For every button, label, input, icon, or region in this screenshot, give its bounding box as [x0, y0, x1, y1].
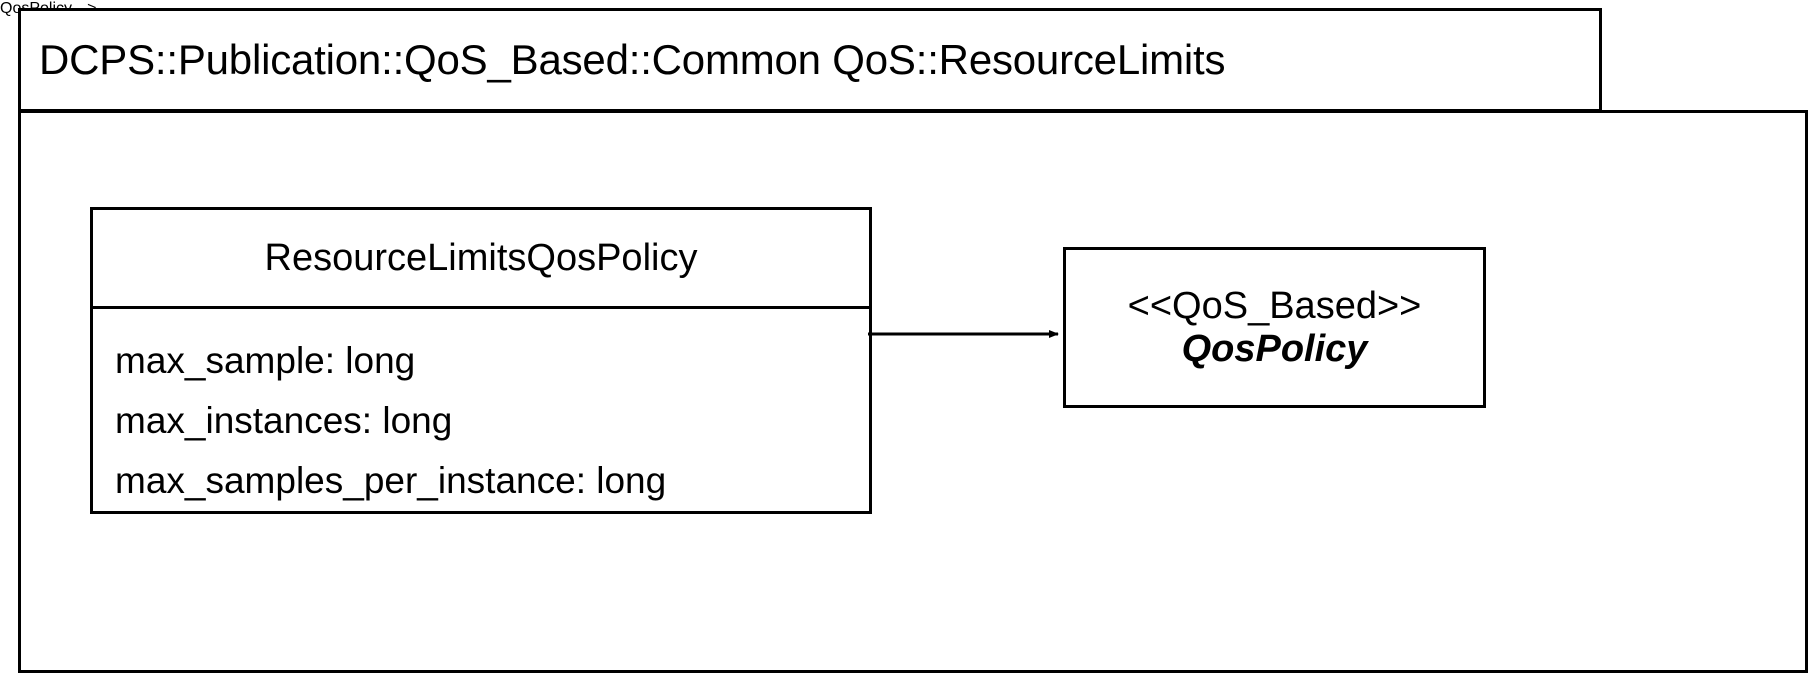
- class-attribute-row: max_samples_per_instance: long: [115, 460, 667, 502]
- class-box-qos-policy[interactable]: <<QoS_Based>> QosPolicy: [1063, 247, 1486, 408]
- class-attributes-compartment: max_sample: long max_instances: long max…: [93, 309, 869, 511]
- package-tab: DCPS::Publication::QoS_Based::Common QoS…: [18, 8, 1602, 112]
- class-name-label: QosPolicy: [1181, 327, 1368, 370]
- class-box-resource-limits-qos-policy[interactable]: ResourceLimitsQosPolicy max_sample: long…: [90, 207, 872, 514]
- class-attribute-row: max_sample: long: [115, 340, 416, 382]
- class-name-compartment: ResourceLimitsQosPolicy: [93, 210, 869, 310]
- package-qualified-name: DCPS::Publication::QoS_Based::Common QoS…: [39, 36, 1226, 83]
- association-arrow-to-qospolicy: [868, 330, 1059, 338]
- class-stereotype-label: <<QoS_Based>>: [1127, 284, 1422, 327]
- class-name-label: ResourceLimitsQosPolicy: [264, 237, 698, 280]
- class-attribute-row: max_instances: long: [115, 400, 453, 442]
